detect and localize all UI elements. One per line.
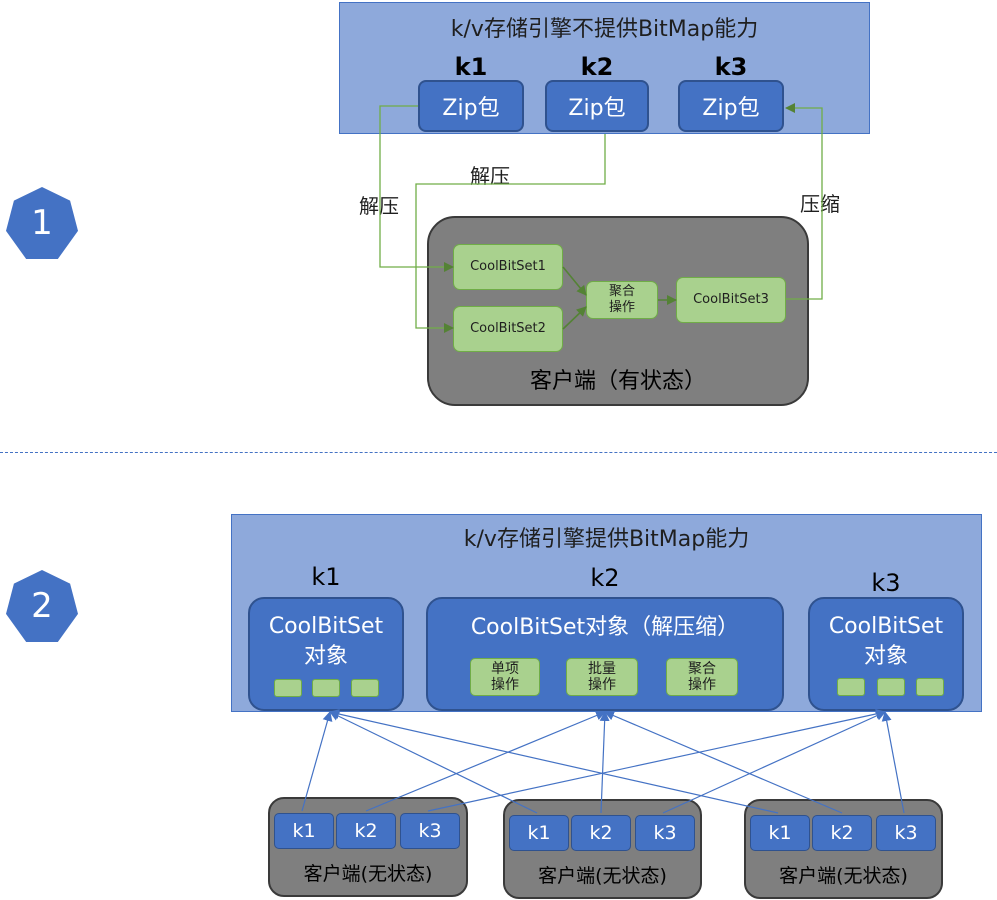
bitset-segment [312,679,340,697]
link-c1-k1 [301,711,333,812]
coolbitset2-label: CoolBitSet2 [470,321,546,336]
key-k1-label: k1 [311,563,341,591]
client-label: 客户端(无状态) [779,864,908,887]
client-key-k2: k2 [812,815,872,851]
stateless-client-1: k1 k2 k3 客户端(无状态) [268,797,468,897]
key-k1-label: k1 [454,53,488,81]
single-op-box: 单项 操作 [470,658,540,696]
compress-connector-k3 [785,103,823,300]
step-2-badge: 2 [6,570,78,642]
coolbitset1-label: CoolBitSet1 [470,259,546,274]
bitset-segment [274,679,302,697]
zip-label: Zip包 [702,96,760,121]
coolbitset-object-k1: CoolBitSet 对象 [248,597,404,711]
client-key-k1: k1 [509,815,569,851]
client-key-k3: k3 [876,815,936,851]
object-title: CoolBitSet 对象 [268,614,384,669]
single-op-label: 单项 操作 [491,661,519,693]
client-key-k1: k1 [750,815,810,851]
aggregate-op-label: 聚合 操作 [608,284,635,315]
step-1-badge: 1 [6,187,78,259]
key-k3-label: k3 [871,569,901,597]
step-2-number: 2 [31,586,53,626]
link-c2-k3 [662,711,886,814]
batch-op-label: 批量 操作 [588,661,616,693]
step-1-number: 1 [31,203,53,243]
edge-label-compress-k3: 压缩 [800,192,840,216]
key-k2-label: k2 [580,53,614,81]
edge-label-decompress-k1: 解压 [359,194,399,218]
coolbitset3-box: CoolBitSet3 [676,277,786,323]
object-title: CoolBitSet对象（解压缩） [470,615,740,640]
bitset-segment [837,678,865,696]
aggregate-op-box: 聚合 操作 [666,658,738,696]
bitset-segment [351,679,379,697]
coolbitset-object-k2: CoolBitSet对象（解压缩） 单项 操作 批量 操作 聚合 操作 [426,597,784,711]
aggregate-op-label: 聚合 操作 [688,661,716,693]
panel-title: k/v存储引擎不提供BitMap能力 [450,17,759,42]
coolbitset-object-k3: CoolBitSet 对象 [808,597,964,711]
client-label: 客户端(无状态) [538,864,667,887]
coolbitset1-box: CoolBitSet1 [453,244,563,290]
client-key-k2: k2 [336,813,396,849]
decompress-connector-k2 [415,134,606,333]
stateless-client-3: k1 k2 k3 客户端(无状态) [744,799,943,899]
zip-package-k1: Zip包 [418,80,524,132]
coolbitset3-label: CoolBitSet3 [693,292,769,307]
zip-label: Zip包 [442,96,500,121]
client-label: 客户端（有状态） [529,369,706,394]
aggregate-op-box: 聚合 操作 [586,281,658,319]
client-key-k3: k3 [400,813,460,849]
coolbitset2-box: CoolBitSet2 [453,306,563,352]
panel-title: k/v存储引擎提供BitMap能力 [463,527,750,552]
section-divider [0,452,997,453]
key-k3-label: k3 [714,53,748,81]
batch-op-box: 批量 操作 [566,658,638,696]
zip-package-k2: Zip包 [545,80,649,132]
flow-arrow-bitset2-to-aggregate [562,306,587,330]
bitset-segment [877,678,905,696]
flow-arrow-bitset1-to-aggregate [562,266,587,296]
link-c1-k2 [365,710,606,812]
link-c3-k3 [881,711,905,814]
client-label: 客户端(无状态) [303,862,433,885]
link-c2-k2 [599,711,610,814]
client-key-k1: k1 [274,813,334,849]
key-k2-label: k2 [590,564,620,592]
link-c1-k3 [427,709,886,812]
link-c3-k2 [604,710,843,814]
client-key-k2: k2 [571,815,631,851]
zip-package-k3: Zip包 [678,80,784,132]
bitset-segment [916,678,944,696]
object-title: CoolBitSet 对象 [828,614,944,669]
zip-label: Zip包 [568,96,626,121]
client-key-k3: k3 [635,815,695,851]
link-c2-k1 [329,711,538,814]
stateless-client-2: k1 k2 k3 客户端(无状态) [503,799,702,899]
link-c3-k1 [329,709,779,814]
